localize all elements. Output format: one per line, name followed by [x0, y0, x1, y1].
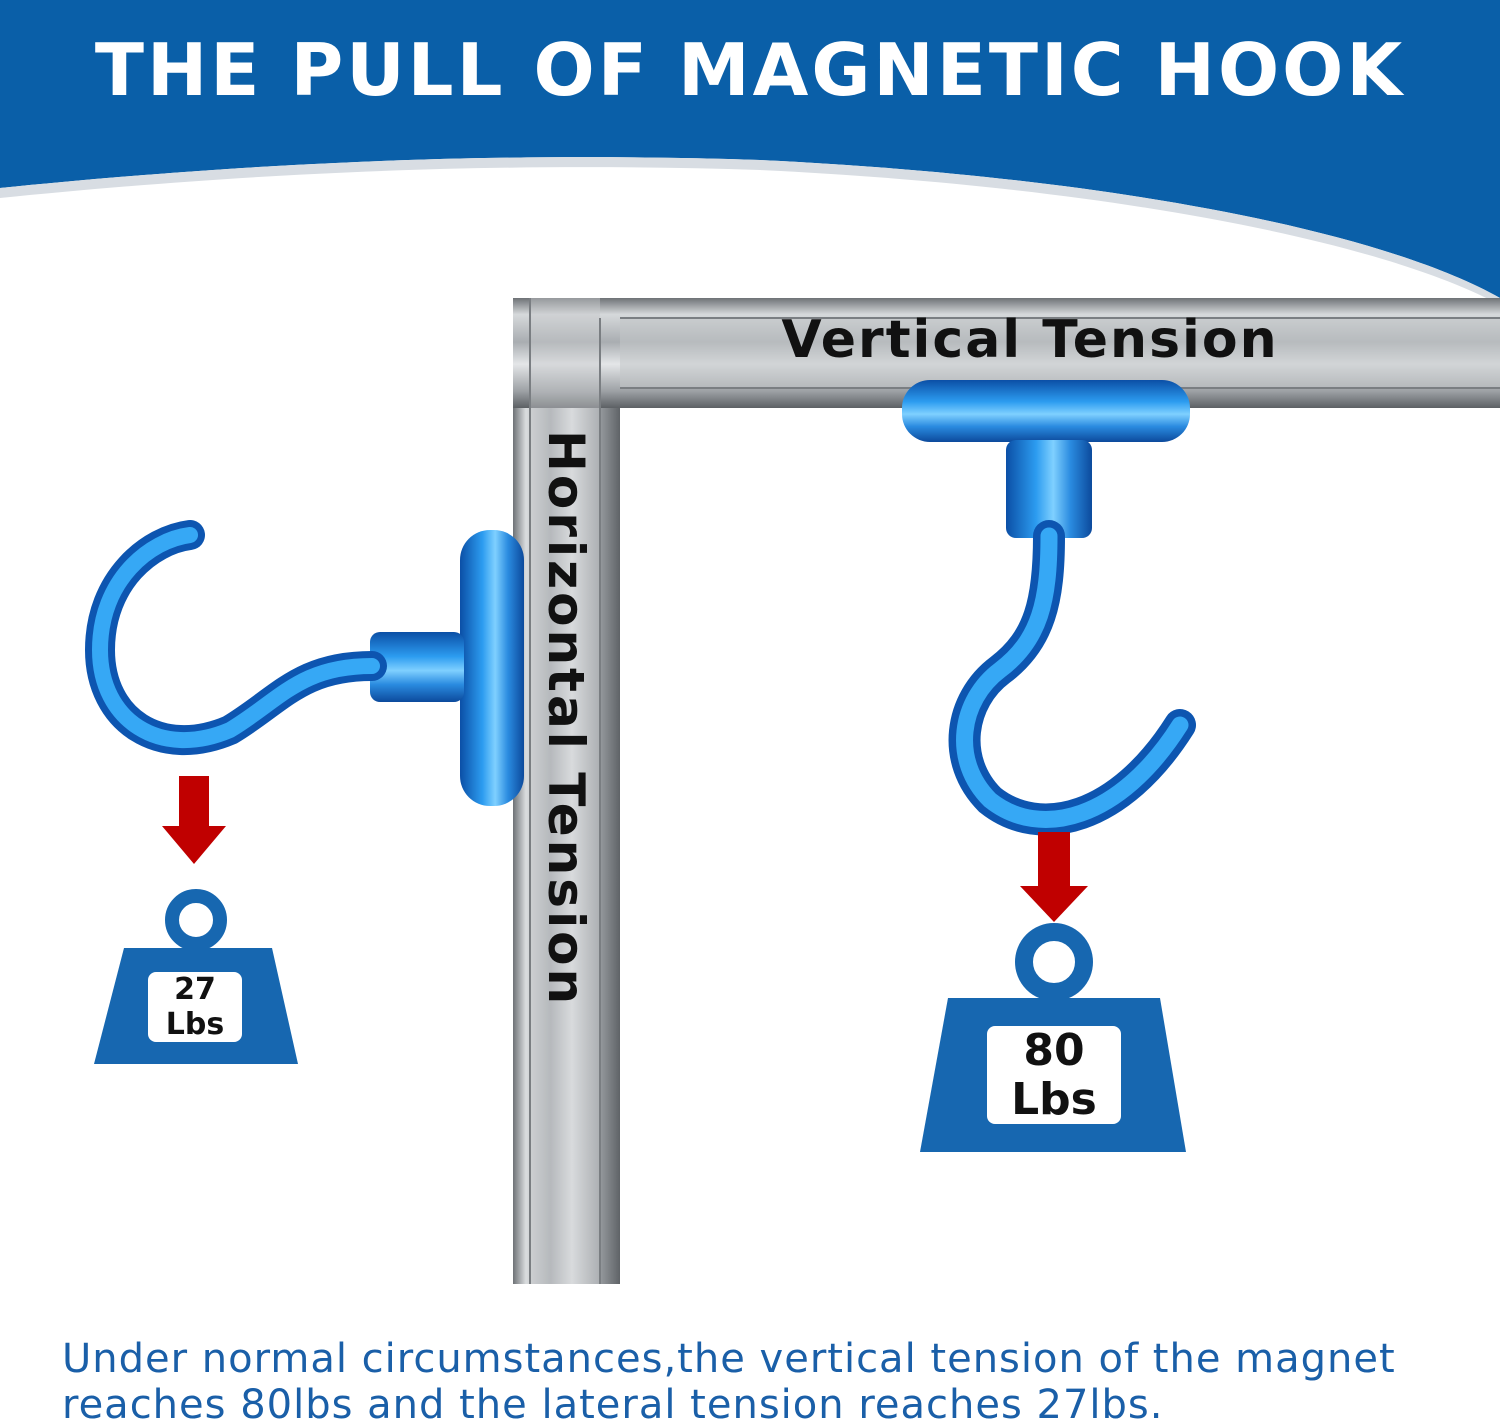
horizontal-weight-value: 27 Lbs [148, 972, 242, 1042]
weight-unit: Lbs [1011, 1074, 1097, 1125]
steel-frame [513, 298, 1500, 1284]
horizontal-tension-label: Horizontal Tension [537, 430, 595, 1008]
hook-icon [902, 380, 1196, 836]
page-title: THE PULL OF MAGNETIC HOOK [94, 28, 1406, 112]
magnet-icon [460, 530, 524, 806]
caption-line-1: Under normal circumstances,the vertical … [62, 1336, 1396, 1382]
weight-number: 27 [174, 972, 216, 1007]
hook-icon [84, 520, 524, 806]
weight-number: 80 [1023, 1025, 1085, 1076]
vertical-tension-label: Vertical Tension [781, 310, 1279, 370]
weight-icon [920, 923, 1186, 1152]
down-arrow-icon [1020, 832, 1088, 922]
weight-unit: Lbs [165, 1007, 225, 1042]
header-banner [0, 0, 1500, 305]
down-arrow-icon [162, 776, 226, 864]
weight-icon [94, 889, 298, 1064]
caption: Under normal circumstances,the vertical … [62, 1336, 1482, 1428]
vertical-weight-value: 80 Lbs [987, 1026, 1121, 1124]
magnet-icon [902, 380, 1190, 442]
caption-line-2: reaches 80lbs and the lateral tension re… [62, 1382, 1164, 1428]
